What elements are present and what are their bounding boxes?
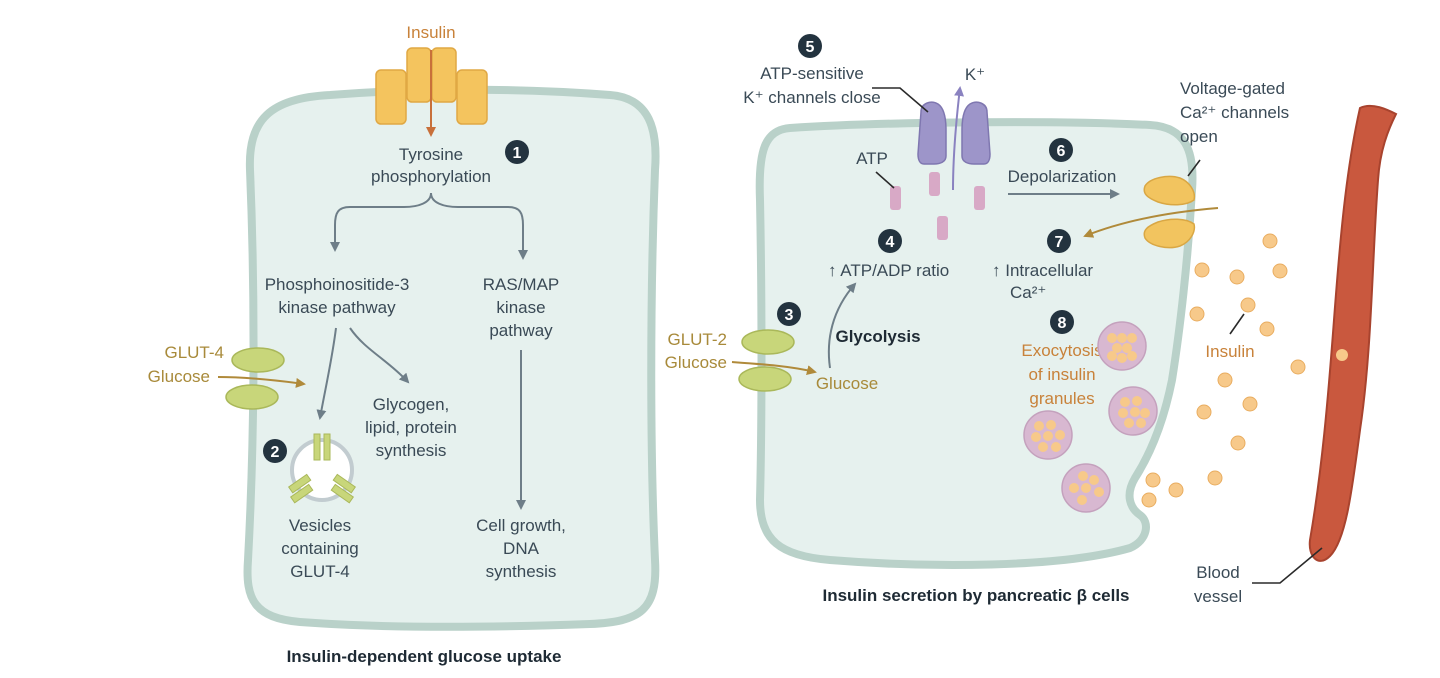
ras-label-line2: kinase [496, 298, 545, 317]
insulin-granule [1108, 386, 1158, 436]
ca-influx-arrow [1083, 207, 1219, 238]
atp-k-label-line2: K⁺ channels close [743, 88, 881, 107]
blood-vessel-pointer [1252, 547, 1323, 584]
vesicles-label-line2: containing [281, 539, 359, 558]
blood-label-line1: Blood [1196, 563, 1239, 582]
svg-text:5: 5 [806, 39, 815, 56]
glut4-transporter [225, 347, 285, 410]
branch-connector-right [430, 192, 528, 260]
vgcc-label-line1: Voltage-gated [1180, 79, 1285, 98]
pi3k-to-glycogen-arrow [349, 327, 410, 384]
vesicles-label-line3: GLUT-4 [290, 562, 350, 581]
blood-vessel [1308, 104, 1398, 562]
branch-connector [330, 192, 432, 252]
vgcc-label-line2: Ca²⁺ channels [1180, 103, 1289, 122]
blood-label-line2: vessel [1194, 587, 1242, 606]
step-badge-1: 1 [505, 140, 529, 164]
cellgrowth-label-line3: synthesis [486, 562, 557, 581]
glucose-uptake-arrow-right [731, 361, 817, 375]
exocytosis-label-line3: granules [1029, 389, 1094, 408]
vgcc-pointer [1187, 159, 1201, 177]
k-efflux-arrow [952, 86, 965, 191]
k-label: K⁺ [965, 65, 985, 84]
atp-adp-label: ↑ ATP/ADP ratio [828, 261, 949, 280]
insulin-granule [1061, 463, 1111, 513]
glycogen-label-line1: Glycogen, [373, 395, 450, 414]
step-badge-3: 3 [777, 302, 801, 326]
insulin-receptor [375, 47, 488, 125]
glut2-transporter [738, 329, 795, 392]
atp-k-pointer [872, 87, 929, 113]
svg-text:2: 2 [271, 444, 280, 461]
glucose-label-left: Glucose [148, 367, 210, 386]
cellgrowth-label-line1: Cell growth, [476, 516, 566, 535]
insulin-label-right: Insulin [1205, 342, 1254, 361]
glycogen-label-line2: lipid, protein [365, 418, 457, 437]
glut2-label: GLUT-2 [667, 330, 727, 349]
pi3k-to-vesicle-arrow [316, 327, 337, 420]
glucose-inside-label: Glucose [816, 374, 878, 393]
right-caption: Insulin secretion by pancreatic β cells [822, 586, 1129, 605]
vgcc-label-line3: open [1180, 127, 1218, 146]
left-cell-membrane [243, 85, 660, 631]
exocytosis-label-line1: Exocytosis [1021, 341, 1102, 360]
atp-k-channel [917, 101, 991, 165]
glycolysis-arrow [827, 282, 857, 369]
step-badge-8: 8 [1050, 310, 1074, 334]
svg-text:6: 6 [1057, 143, 1066, 160]
pi3k-label-line2: kinase pathway [278, 298, 396, 317]
pi3k-label-line1: Phosphoinositide-3 [265, 275, 410, 294]
cellgrowth-label-line2: DNA [503, 539, 540, 558]
step-badge-6: 6 [1049, 138, 1073, 162]
atp-pointer [875, 171, 895, 189]
insulin-label-left: Insulin [406, 23, 455, 42]
glut4-vesicle [287, 433, 357, 504]
ras-label-line1: RAS/MAP [483, 275, 560, 294]
ras-label-line3: pathway [489, 321, 553, 340]
ca-channel [1143, 175, 1196, 249]
svg-text:8: 8 [1058, 315, 1067, 332]
atp-k-label-line1: ATP-sensitive [760, 64, 864, 83]
step-badge-2: 2 [263, 439, 287, 463]
intracellular-label-line2: Ca²⁺ [1010, 283, 1046, 302]
intracellular-label-line1: ↑ Intracellular [992, 261, 1093, 280]
atp-molecules [890, 172, 985, 240]
svg-text:3: 3 [785, 307, 794, 324]
svg-text:7: 7 [1055, 234, 1064, 251]
glycolysis-label: Glycolysis [835, 327, 920, 346]
svg-text:1: 1 [513, 145, 522, 162]
insulin-granule [1097, 321, 1147, 371]
vesicles-label-line1: Vesicles [289, 516, 351, 535]
insulin-granule [1023, 410, 1073, 460]
insulin-pointer [1229, 313, 1245, 335]
atp-label: ATP [856, 149, 888, 168]
left-caption: Insulin-dependent glucose uptake [287, 647, 562, 666]
glycogen-label-line3: synthesis [376, 441, 447, 460]
tyrosine-label-line2: phosphorylation [371, 167, 491, 186]
svg-text:4: 4 [886, 234, 895, 251]
tyrosine-label-line1: Tyrosine [399, 145, 463, 164]
step-badge-4: 4 [878, 229, 902, 253]
glucose-label-right: Glucose [665, 353, 727, 372]
step-badge-5: 5 [798, 34, 822, 58]
depolarization-label: Depolarization [1008, 167, 1117, 186]
exocytosis-label-line2: of insulin [1028, 365, 1095, 384]
step-badge-7: 7 [1047, 229, 1071, 253]
glucose-uptake-arrow-left [217, 376, 306, 388]
released-insulin [1141, 233, 1306, 508]
glut4-label: GLUT-4 [164, 343, 224, 362]
